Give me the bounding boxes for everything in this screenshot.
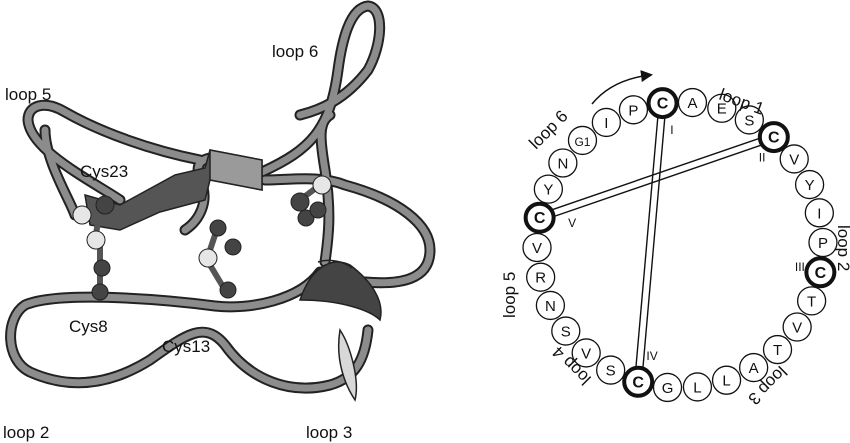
residue-letter: T [773, 342, 782, 359]
residue-circle [734, 105, 764, 135]
wheel-label-loop-2: loop 2 [834, 225, 850, 271]
wheel-label-loop-5: loop 5 [500, 272, 519, 318]
residue-letter: C [534, 210, 546, 227]
residue-letter: I [604, 115, 608, 132]
cysteine-circle [804, 256, 837, 289]
residue-circle [779, 144, 809, 174]
cysteine-circle [523, 201, 556, 234]
disulfide-bond-line [538, 133, 773, 216]
residue-letter: I [817, 205, 821, 222]
residue-letter: G1 [574, 135, 590, 149]
disulfide-bond-line [540, 139, 776, 222]
residue-circle [794, 169, 825, 200]
residue-letter: L [693, 379, 701, 396]
residue-circle [804, 198, 834, 228]
cysteine-circle [646, 87, 679, 120]
residue-letter: A [749, 360, 759, 377]
residue-letter: G [662, 380, 674, 397]
alpha-helix [298, 259, 382, 402]
residue-letter: S [744, 112, 754, 129]
residue-letter: E [717, 101, 727, 118]
backbone-tube [7, 2, 434, 392]
residue-letter: S [606, 363, 616, 380]
residue-letter: C [632, 374, 644, 391]
residue-circle [548, 148, 578, 178]
label-cys13: Cys13 [162, 337, 210, 356]
residue-circle [782, 312, 812, 342]
cysteine-circle [757, 121, 790, 154]
residue-letter: P [628, 102, 638, 119]
label-cys8: Cys8 [69, 317, 108, 336]
beta-strand-arrow-head [209, 149, 263, 191]
residue-letter: V [792, 320, 802, 337]
protein-ribbon-structure: loop 6 loop 5 loop 2 loop 3 Cys23 Cys8 C… [3, 0, 436, 442]
residue-circle [739, 352, 769, 383]
residue-circle [535, 290, 566, 321]
label-cys23: Cys23 [80, 162, 128, 181]
cysteine-numeral: II [759, 150, 766, 164]
residue-letter: Y [805, 177, 815, 194]
disulfide-bond-line [640, 103, 667, 383]
residue-letter: P [818, 235, 828, 252]
residue-letter: L [722, 373, 730, 390]
cysteine-numeral: III [795, 260, 805, 274]
label-loop-2: loop 2 [3, 423, 49, 442]
residue-circle [596, 355, 626, 385]
residue-circle [526, 262, 556, 292]
residue-letter: N [545, 298, 556, 315]
residue-circle [711, 365, 742, 395]
residue-circle [762, 334, 793, 365]
residue-circle [618, 95, 649, 125]
residue-letter: C [815, 265, 827, 282]
residue-letter: V [532, 240, 542, 257]
residue-letter: C [768, 130, 780, 147]
residue-letter: N [557, 155, 568, 172]
residue-letter: V [789, 151, 799, 168]
residue-circle [682, 372, 713, 402]
cysteine-numeral: VI [0, 0, 6, 3]
residue-letter: C [657, 96, 669, 113]
cysteine-numeral: IV [646, 349, 657, 363]
residue-circle [591, 107, 621, 138]
cysteine-numeral: I [670, 123, 673, 137]
residue-circle [707, 93, 737, 123]
residue-letter: T [807, 293, 816, 310]
residue-circle [567, 125, 598, 156]
residue-circle [551, 316, 581, 346]
residue-circle [571, 338, 601, 368]
disulfide-bonds [538, 102, 776, 383]
cysteine-numeral: V [568, 216, 576, 230]
cysteine-circle [622, 365, 655, 398]
residue-letter: A [687, 95, 697, 112]
label-loop-6: loop 6 [272, 42, 318, 61]
residue-circle [677, 87, 708, 118]
wheel-label-loop-6: loop 6 [525, 107, 571, 153]
residue-letter: Y [543, 182, 553, 199]
residue-circle [652, 372, 683, 403]
residue-letter: S [561, 324, 571, 341]
residue-letter: V [581, 345, 591, 362]
label-loop-3: loop 3 [306, 423, 352, 442]
label-loop-5: loop 5 [5, 85, 51, 104]
direction-arrow [591, 70, 653, 105]
disulfide-bond-line [634, 102, 660, 382]
residue-circle [796, 286, 827, 316]
disulfide-ball-and-stick [72, 175, 332, 301]
residue-letter: R [535, 270, 546, 287]
residue-circle [533, 174, 564, 204]
